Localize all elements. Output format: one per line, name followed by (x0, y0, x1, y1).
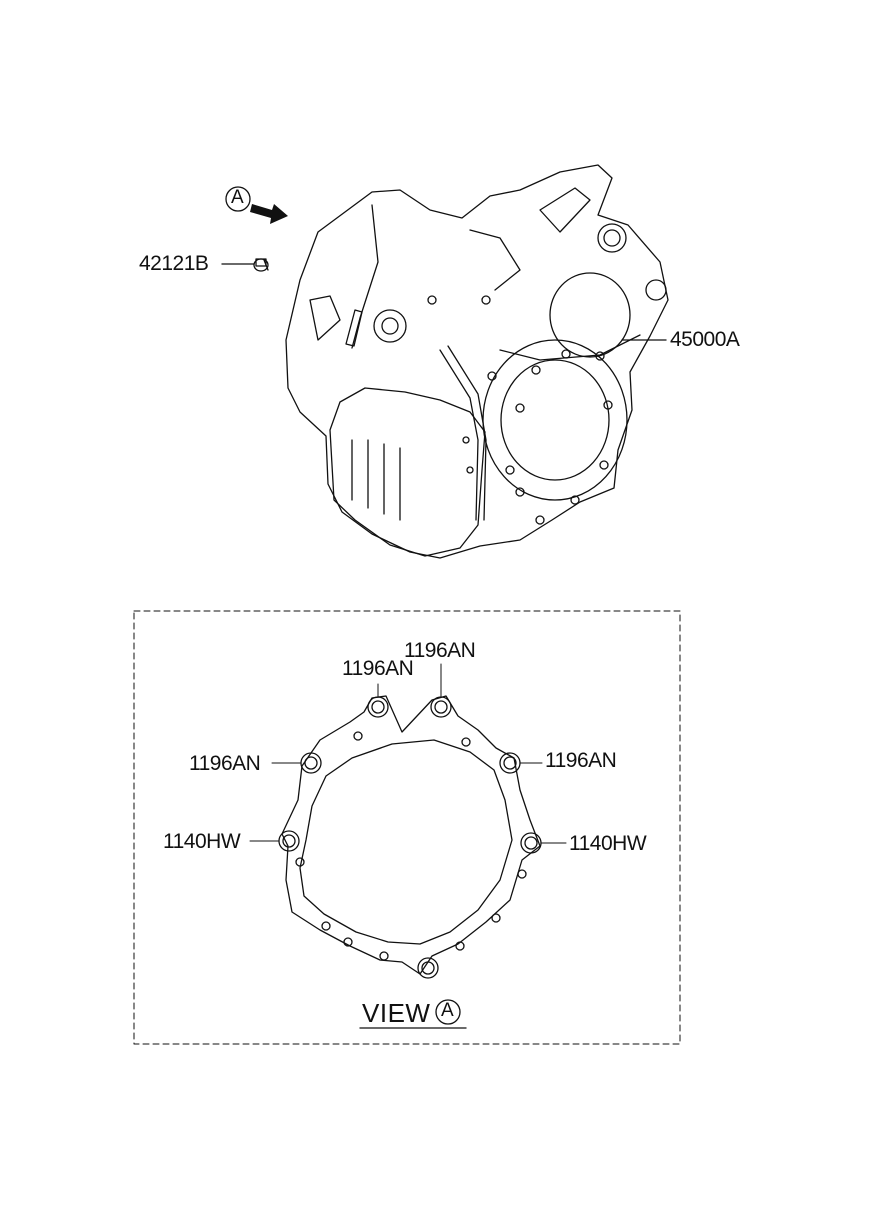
part-label-1196AN-top-center[interactable]: 1196AN (404, 639, 476, 662)
view-marker-label: A (441, 1000, 454, 1021)
part-label-1140HW-right[interactable]: 1140HW (569, 832, 647, 855)
view-title: VIEW (362, 998, 431, 1028)
transmission-assembly (285, 164, 669, 559)
view-marker-circle (435, 999, 461, 1025)
part-label-1196AN-mid-left[interactable]: 1196AN (189, 752, 261, 775)
bolt-42121B-icon (253, 258, 269, 272)
arrow-marker-circle (225, 186, 251, 212)
part-label-1196AN-top-left[interactable]: 1196AN (342, 657, 414, 680)
gasket (278, 695, 542, 979)
part-label-42121B[interactable]: 42121B (139, 252, 209, 275)
view-leaders (249, 663, 567, 844)
part-label-45000A[interactable]: 45000A (670, 328, 740, 351)
part-label-1140HW-left[interactable]: 1140HW (163, 830, 241, 853)
housing-bolts (427, 295, 613, 525)
part-label-1196AN-mid-right[interactable]: 1196AN (545, 749, 617, 772)
arrow-marker-label: A (231, 187, 244, 208)
view-arrow-icon (250, 204, 288, 224)
view-frame (133, 610, 681, 1045)
